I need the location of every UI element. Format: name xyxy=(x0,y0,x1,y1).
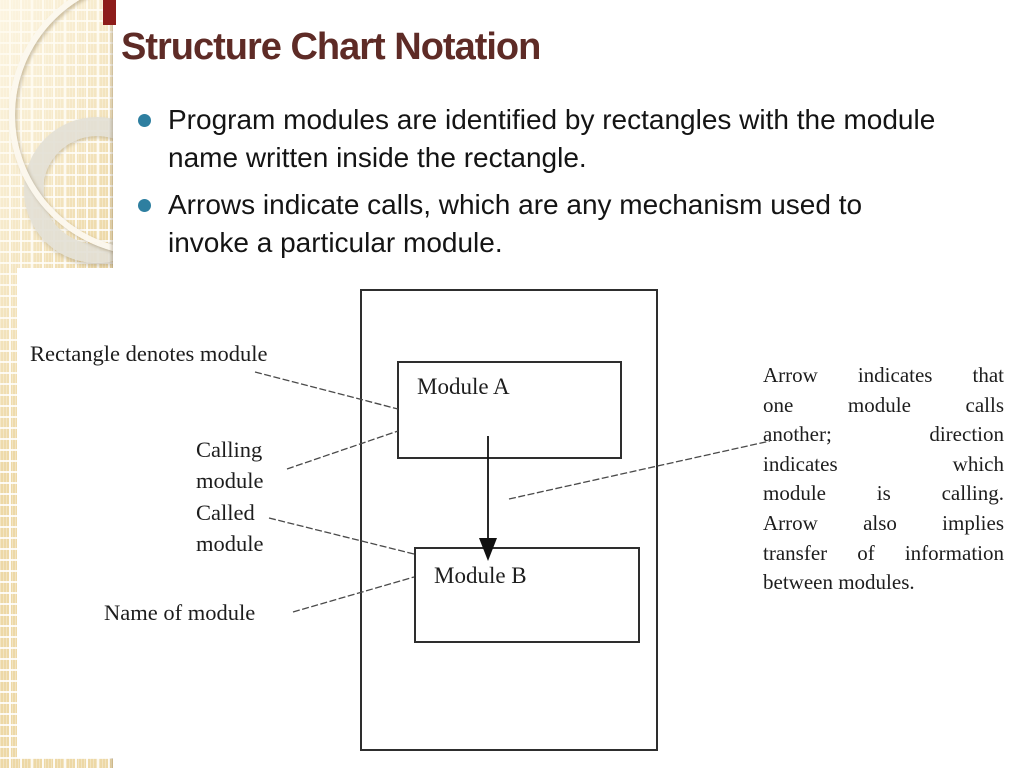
label-called-module: Called module xyxy=(196,500,264,556)
diagram-canvas xyxy=(17,268,1024,758)
slide-title: Structure Chart Notation xyxy=(121,26,541,68)
note-line: Arrow also implies xyxy=(763,510,1004,535)
bullet-item: Arrows indicate calls, which are any mec… xyxy=(138,186,968,262)
bullet-item: Program modules are identified by rectan… xyxy=(138,101,968,177)
module-a-box: Module A xyxy=(397,361,622,459)
red-accent-bar xyxy=(103,0,116,25)
note-line: between modules. xyxy=(763,570,915,595)
note-line: module is calling. xyxy=(763,481,1004,506)
bullet-text: Program modules are identified by rectan… xyxy=(168,104,936,173)
bullet-list: Program modules are identified by rectan… xyxy=(138,101,968,271)
arrow-note-text: Arrow indicates that one module calls an… xyxy=(763,361,1004,598)
note-line: one module calls xyxy=(763,392,1004,417)
label-rectangle-denotes-module: Rectangle denotes module xyxy=(30,341,268,366)
outer-boundary-box xyxy=(360,289,658,751)
note-line: indicates which xyxy=(763,451,1004,476)
module-a-label: Module A xyxy=(417,374,510,399)
label-name-of-module: Name of module xyxy=(104,600,256,625)
bullet-text: Arrows indicate calls, which are any mec… xyxy=(168,189,863,258)
note-line: Arrow indicates that xyxy=(763,363,1004,387)
decorative-thin-ring-icon xyxy=(9,0,113,256)
label-calling-module: Calling module xyxy=(196,437,264,493)
module-b-label: Module B xyxy=(434,563,527,588)
module-b-box: Module B xyxy=(414,547,640,643)
note-line: another; direction xyxy=(763,422,1004,447)
note-line: transfer of information xyxy=(763,540,1004,565)
bullet-dot-icon xyxy=(138,199,151,212)
bullet-dot-icon xyxy=(138,114,151,127)
